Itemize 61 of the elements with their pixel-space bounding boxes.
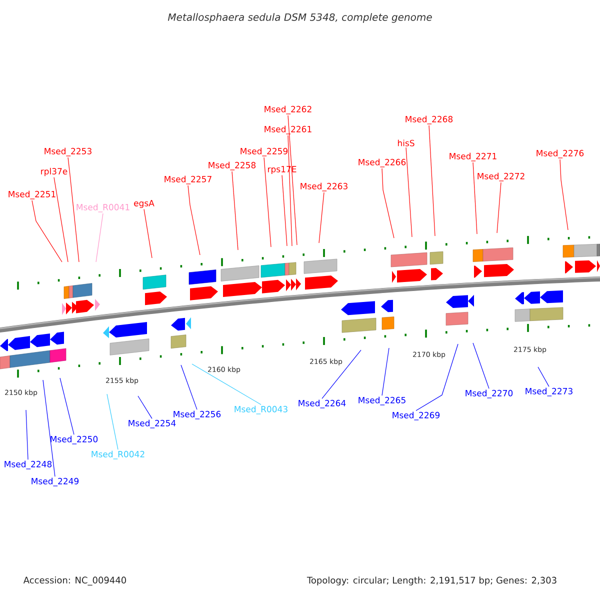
leader-line: [282, 174, 288, 246]
leader-line: [68, 157, 80, 262]
gene-label: rpl37e: [41, 168, 68, 176]
leader-line: [26, 410, 28, 460]
leader-line: [382, 168, 394, 238]
leader-line: [144, 208, 152, 258]
leader-line: [318, 192, 324, 244]
gene-label: Msed_2276: [536, 150, 584, 158]
gene-label: Msed_R0042: [92, 450, 144, 460]
leader-line: [42, 380, 56, 477]
footer-text: Topology: circular; Length: 2,191,517 bp; Genes: 2,303: [306, 576, 556, 586]
gene-label: Msed_2254: [128, 420, 176, 428]
gene-label: Msed_2257: [164, 176, 212, 184]
gene-label: Msed_2269: [392, 412, 440, 420]
leader-line: [416, 344, 458, 411]
footer-text: Accession: NC_009440: [23, 576, 126, 586]
gene-label: Msed_2264: [298, 400, 346, 408]
gene-label: Msed_2273: [526, 388, 572, 396]
leader-line: [138, 396, 152, 419]
leader-line: [538, 366, 550, 387]
leader-line: [188, 185, 200, 256]
gene-label: egsA: [134, 200, 154, 208]
gene-label: Msed_R0041: [76, 204, 130, 212]
gene-label: Msed_2258: [208, 162, 256, 170]
leader-line: [96, 213, 104, 262]
gene-label: Msed_2271: [450, 152, 496, 162]
gene-label: Msed_2270: [466, 390, 513, 398]
leader-line: [472, 342, 490, 389]
gene-label: Msed_2266: [358, 158, 406, 168]
leader-line: [322, 350, 362, 399]
gene-label: Msed_2249: [32, 478, 79, 486]
gene-label: Msed_2268: [406, 116, 453, 124]
leader-line: [496, 182, 502, 234]
gene-label: Msed_2263: [300, 182, 348, 192]
gene-label: Msed_2259: [240, 148, 288, 156]
leader-line: [264, 157, 272, 248]
leader-line: [406, 147, 412, 238]
gene-label: hisS: [398, 140, 414, 146]
leader-line: [232, 171, 238, 250]
gene-label: Msed_2248: [4, 460, 52, 470]
title: Metallosphaera sedula DSM 5348, complete genome: [168, 13, 432, 23]
gene-label: Msed_2253: [44, 148, 92, 156]
leader-line: [192, 364, 262, 405]
leader-line: [382, 348, 390, 396]
gene-label: Msed_R0043: [234, 406, 288, 414]
leader-line: [288, 115, 298, 246]
leader-line: [472, 162, 478, 234]
leader-line: [288, 135, 292, 246]
leader-line: [428, 125, 436, 236]
gene-label: Msed_2262: [264, 106, 312, 114]
leader-line: [54, 177, 68, 262]
gene-label: Msed_2272: [478, 172, 524, 182]
gene-label: Msed_2256: [174, 410, 221, 420]
gene-label: Msed_2250: [50, 436, 98, 444]
leader-line: [560, 159, 568, 230]
leader-line: [106, 394, 118, 450]
gene-label: Msed_2265: [358, 396, 406, 406]
leader-line: [32, 200, 62, 262]
leader-line: [180, 364, 198, 410]
leader-line: [60, 378, 74, 435]
gene-label: Msed_2251: [8, 190, 56, 200]
